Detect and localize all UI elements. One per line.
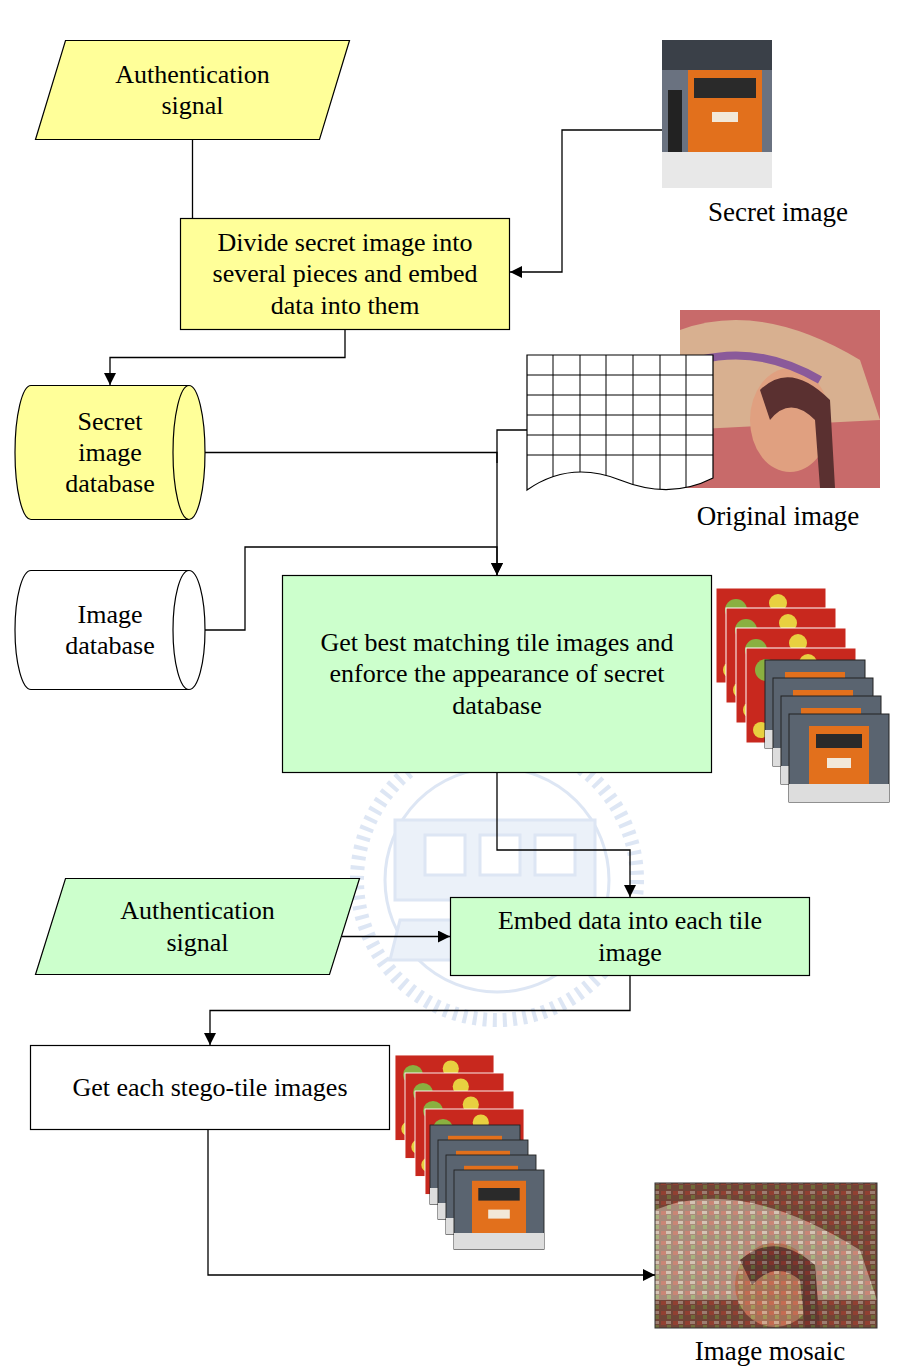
image-caption: Original image [697, 500, 860, 532]
flow-arrow [110, 330, 345, 385]
node-text: Authentication signal [103, 895, 293, 957]
parallelogram-outline [36, 41, 350, 140]
sheet-line [497, 430, 527, 463]
parallelogram-outline [36, 879, 360, 975]
process-box: Divide secret image into several pieces … [180, 218, 510, 330]
text-wrap: Secret image database [50, 406, 170, 500]
node-outline [35, 878, 360, 975]
cylinder-inner-arc [173, 386, 189, 520]
text-wrap: Embed data into each tile image [465, 905, 795, 967]
input-parallelogram: Authentication signal [35, 878, 360, 975]
node-text: Divide secret image into several pieces … [190, 227, 500, 321]
watermark-logo [357, 740, 637, 1020]
text-wrap: Authentication signal [103, 895, 293, 957]
grid-sheet [527, 355, 713, 495]
node-text: Secret image database [50, 406, 170, 500]
process-box: Get each stego-tile images [30, 1045, 390, 1130]
text-wrap: Get best matching tile images and enforc… [297, 627, 697, 721]
node-text: Get best matching tile images and enforc… [297, 627, 697, 721]
cylinder-outline [15, 386, 205, 520]
process-box: Embed data into each tile image [450, 897, 810, 976]
rect-outline [181, 219, 510, 330]
image-mosaic [655, 1183, 877, 1328]
text-wrap: Divide secret image into several pieces … [190, 227, 500, 321]
rect-outline [283, 576, 712, 773]
database-cylinder: Image database [15, 570, 205, 690]
node-text: Authentication signal [98, 59, 288, 121]
photo-arrow [510, 130, 662, 272]
node-text: Image database [50, 599, 170, 661]
mosaic-arrow [208, 1130, 655, 1275]
image-caption: Image mosaic [695, 1335, 846, 1367]
node-text: Get each stego-tile images [45, 1072, 375, 1103]
cylinder-outline [15, 571, 205, 690]
process-box: Get best matching tile images and enforc… [282, 575, 712, 773]
node-outline [35, 40, 350, 140]
tile-image-stack [716, 588, 889, 802]
input-parallelogram: Authentication signal [35, 40, 350, 140]
text-wrap: Image database [50, 599, 170, 661]
flow-arrow [342, 936, 450, 937]
database-cylinder: Secret image database [15, 385, 205, 520]
rect-outline [31, 1046, 390, 1130]
flow-arrow [210, 976, 630, 1045]
node-text: Embed data into each tile image [465, 905, 795, 967]
cylinder-inner-arc [173, 571, 189, 690]
flow-arrow [497, 773, 630, 897]
text-wrap: Get each stego-tile images [45, 1072, 375, 1103]
node-outline [15, 570, 205, 690]
flow-arrow [205, 453, 497, 576]
text-wrap: Authentication signal [98, 59, 288, 121]
image-caption: Secret image [708, 196, 848, 228]
stego-tile-stack [395, 1055, 544, 1249]
secret-image-photo [662, 40, 772, 188]
rect-outline [451, 898, 810, 976]
